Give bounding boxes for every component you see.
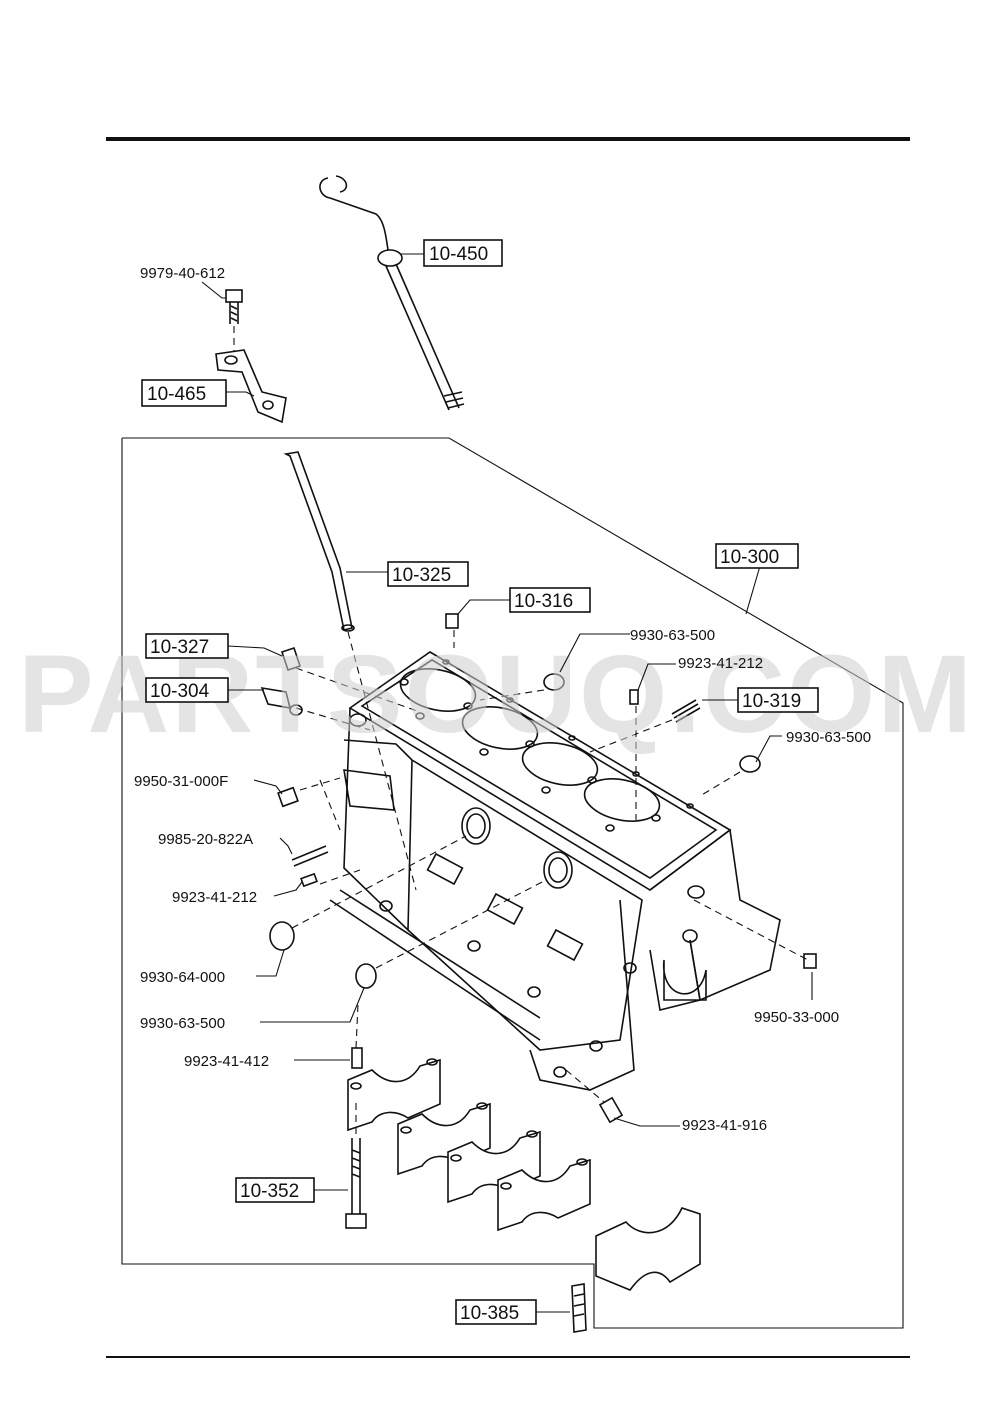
callout-10-465: 10-465 [141,379,227,407]
dipstick [319,175,465,411]
part-number-label: 9930-63-500 [140,1015,225,1032]
main-cap-bolt [345,1138,367,1229]
part-number-label: 9923-41-412 [184,1053,269,1070]
callout-10-316: 10-316 [509,587,591,613]
leader-lines [201,253,813,1313]
dipstick-tube [283,451,355,632]
callout-10-325: 10-325 [387,561,469,587]
callout-10-300: 10-300 [715,543,799,569]
part-number-label: 9950-33-000 [754,1009,839,1026]
cylinder-block [329,651,781,1091]
part-number-label: 9923-41-916 [682,1117,767,1134]
part-number-label: 9979-40-612 [140,265,225,282]
part-number-label: 9930-63-500 [630,627,715,644]
part-number-label: 9930-64-000 [140,969,225,986]
part-number-label: 9930-63-500 [786,729,871,746]
assembly-lines [291,630,809,1134]
assembly-boundary [121,437,904,1329]
callout-label: 10-465 [147,384,206,405]
callout-label: 10-300 [720,547,779,568]
small-parts [260,613,817,1333]
callout-10-319: 10-319 [737,687,819,713]
callout-label: 10-385 [460,1303,519,1324]
main-bearing-caps [347,1058,701,1291]
callout-label: 10-319 [742,691,801,712]
callout-10-450: 10-450 [423,239,503,267]
dipstick-bracket [215,289,287,424]
callout-10-385: 10-385 [455,1299,537,1325]
callout-10-327: 10-327 [145,633,229,659]
callout-10-352: 10-352 [235,1177,315,1203]
part-number-label: 9923-41-212 [678,655,763,672]
callout-label: 10-316 [514,591,573,612]
callout-label: 10-325 [392,565,451,586]
callout-label: 10-304 [150,681,210,702]
callout-label: 10-352 [240,1181,299,1202]
callout-label: 10-327 [150,637,209,658]
part-number-label: 9923-41-212 [172,889,257,906]
part-number-label: 9985-20-822A [158,831,253,848]
callout-label: 10-450 [429,244,488,265]
callout-10-304: 10-304 [145,677,229,703]
part-number-label: 9950-31-000F [134,773,228,790]
